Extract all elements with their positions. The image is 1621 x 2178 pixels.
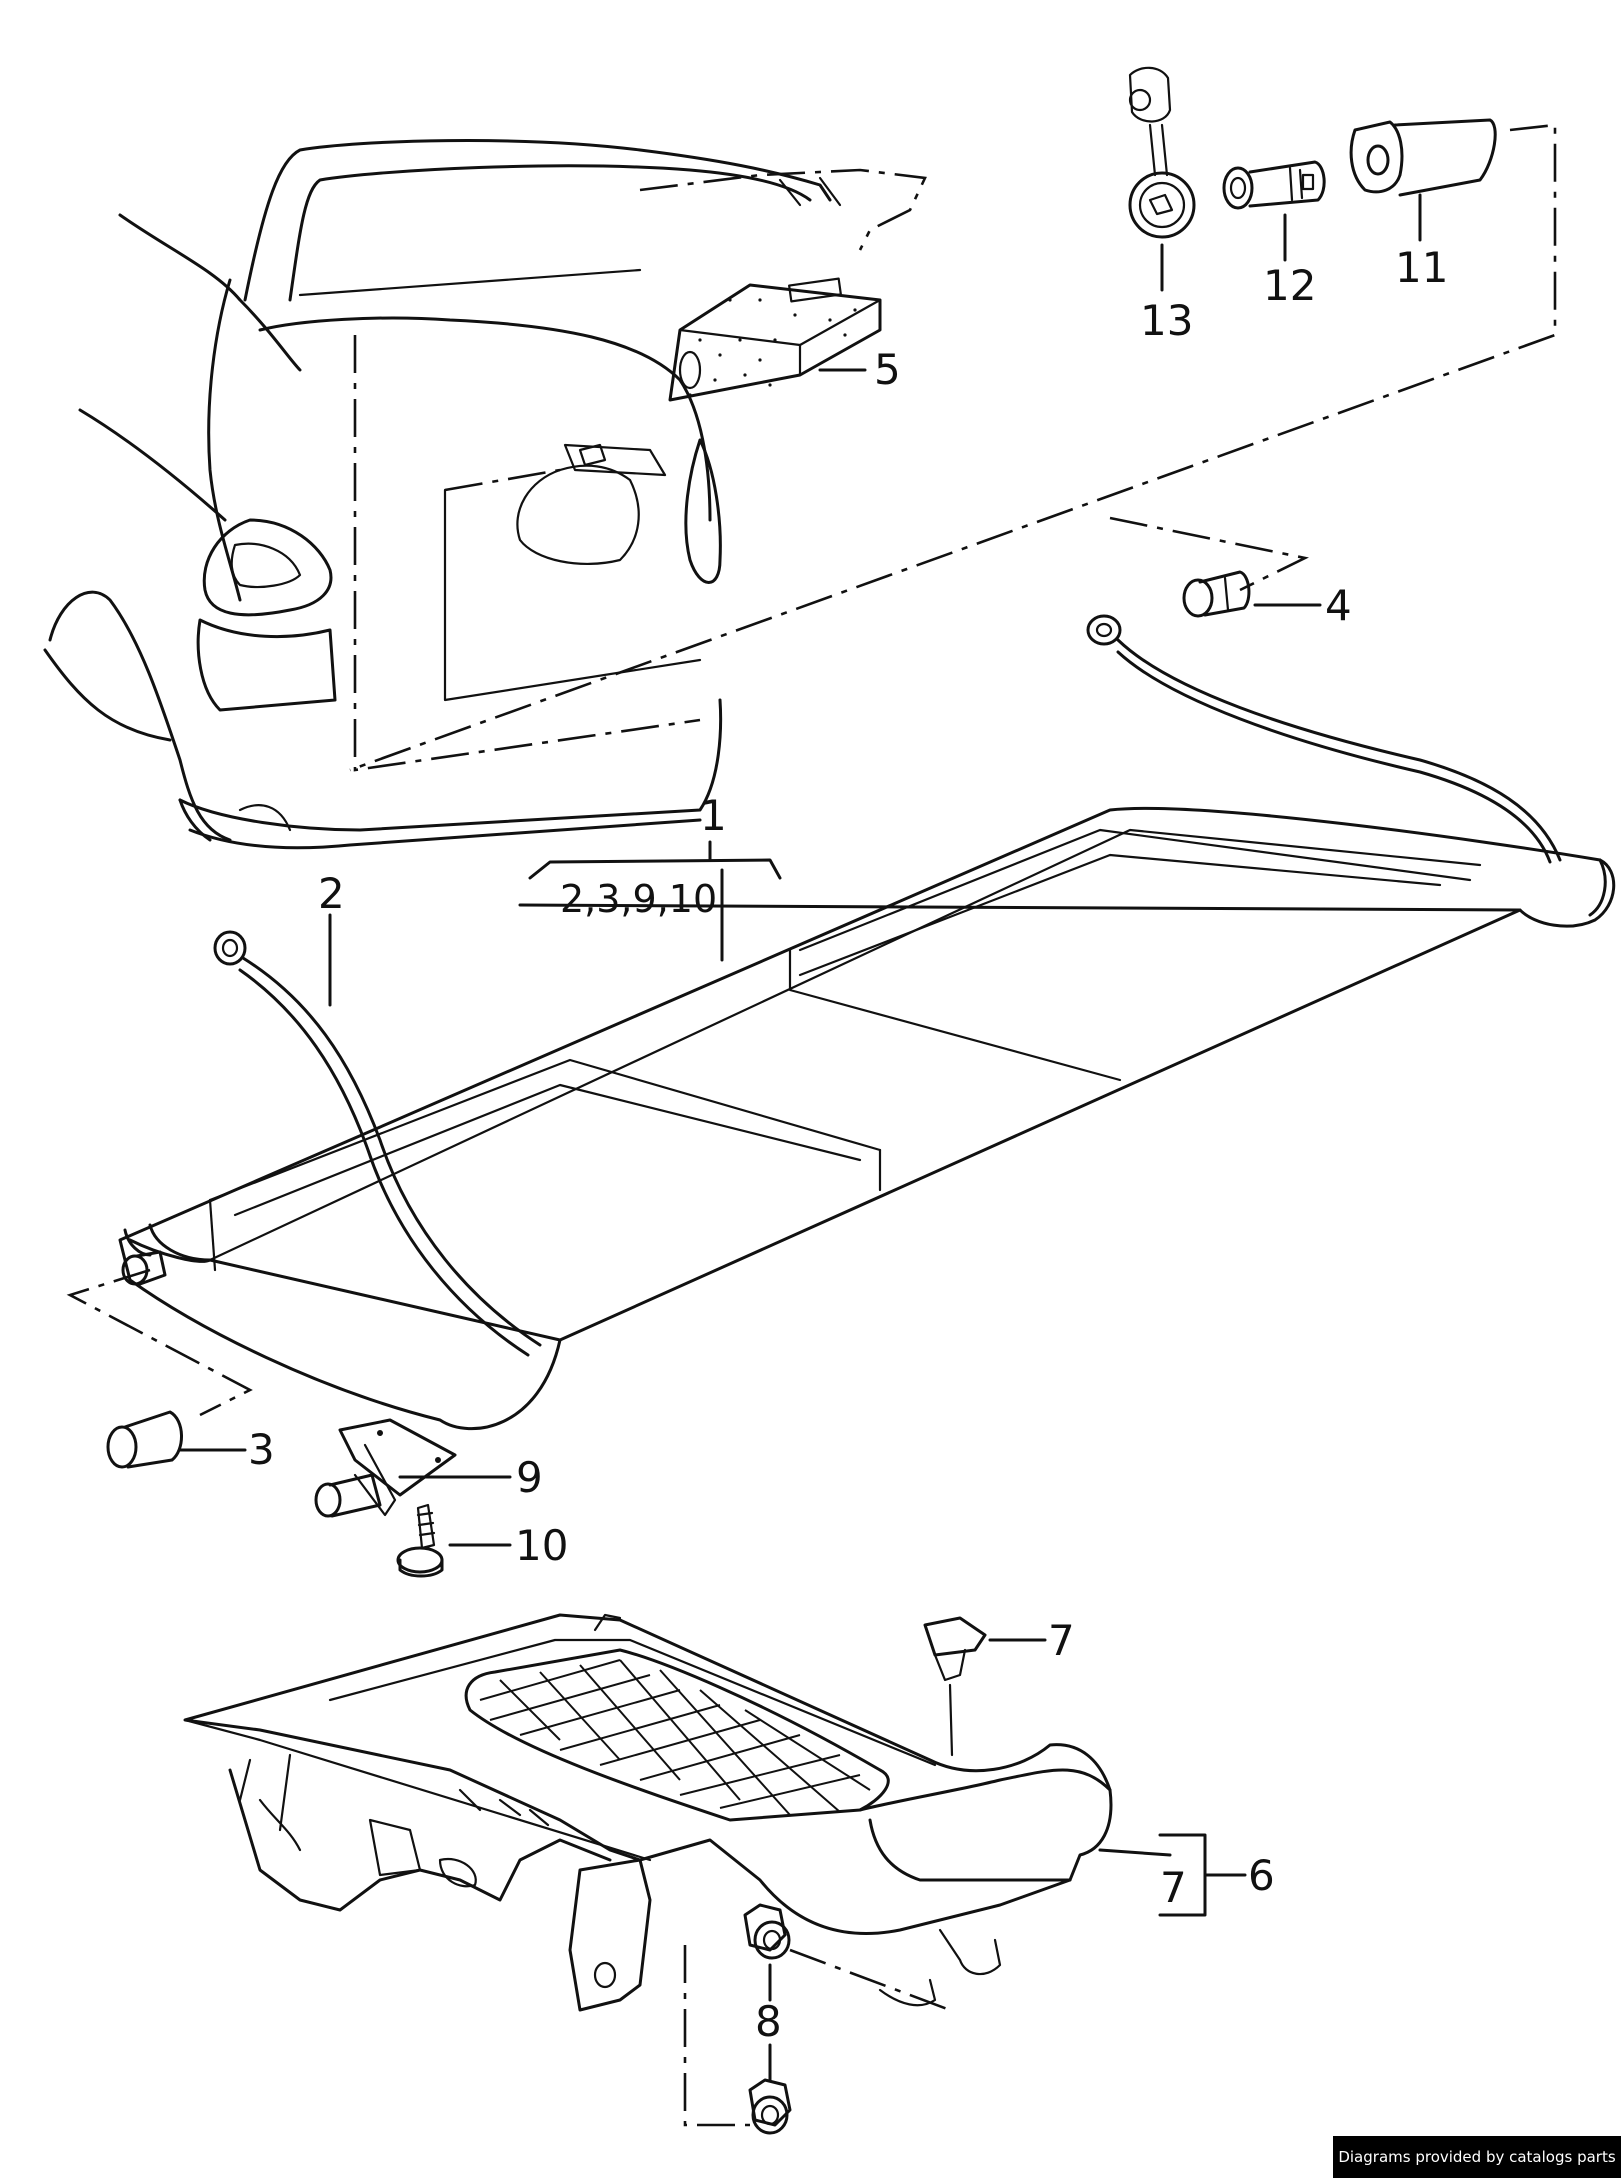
part-12-grommet [1222,160,1326,262]
part-7-clip [923,1616,1047,1757]
callout-1: 1 [700,791,727,840]
credit-badge: Diagrams provided by catalogs parts [1333,2136,1621,2178]
part-13-fastener [1128,66,1196,292]
part-4-knob [1109,516,1322,618]
callout-13: 13 [1140,296,1193,345]
right-tether-cable [1086,614,1562,864]
callout-1-includes: 2,3,9,10 [560,877,717,921]
mesh-net [479,1659,871,1816]
callout-10: 10 [515,1521,568,1570]
part-10-screw [396,1503,512,1578]
callout-12: 12 [1263,261,1316,310]
vehicle-rear-illustration [43,139,927,850]
part-5-storage-box [668,277,882,402]
part-6-side-trim-panel [183,1613,1247,2012]
part-8-nuts [683,1903,951,2135]
callout-7-clip: 7 [1048,1616,1075,1665]
part-1-parcel-shelf [118,806,1616,1431]
part-2-tether-cable [213,913,542,1357]
callout-2: 2 [318,869,345,918]
part-9-bracket [314,1418,512,1518]
callout-9: 9 [516,1453,543,1502]
callout-5: 5 [874,345,901,394]
part-3-sleeve [66,1268,253,1469]
part-11-cover-plate [1349,118,1497,242]
callout-11: 11 [1395,243,1448,292]
callout-3: 3 [248,1425,275,1474]
callout-7-cap: 7 [1160,1863,1187,1912]
callout-4: 4 [1325,581,1352,630]
callout-6: 6 [1248,1851,1275,1900]
callout-labels: 1 2,3,9,10 2 3 4 5 6 7 7 8 9 10 11 12 13 [248,243,1448,2046]
callout-8: 8 [755,1997,782,2046]
